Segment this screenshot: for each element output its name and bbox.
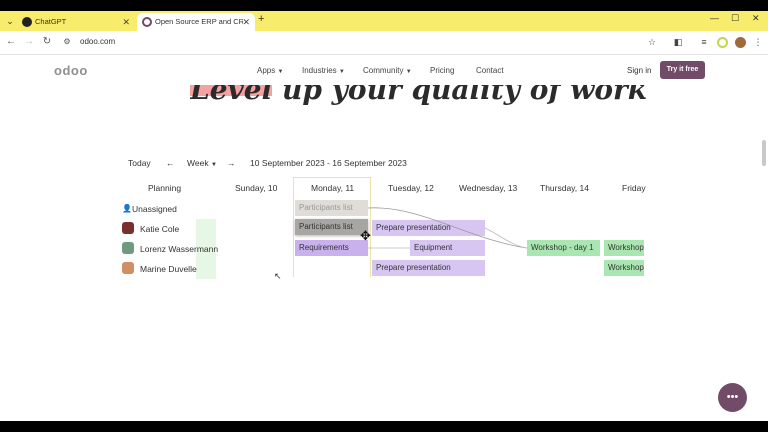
- chevron-down-icon: ▼: [405, 69, 412, 75]
- extensions-puzzle-icon[interactable]: ◧: [673, 37, 683, 47]
- task-equipment[interactable]: Equipment: [410, 240, 485, 256]
- letterbox-top: [0, 0, 768, 11]
- col-thursday: Thursday, 14: [540, 183, 589, 193]
- task-prepare-presentation-marine[interactable]: Prepare presentation: [372, 260, 485, 276]
- row-marine-duvelle: Marine Duvelle: [140, 264, 197, 274]
- extension-ring-icon[interactable]: [717, 37, 728, 48]
- scale-label: Week: [187, 158, 209, 168]
- media-control-icon[interactable]: ≡: [701, 37, 707, 47]
- page-scrollbar[interactable]: [762, 140, 766, 166]
- tab-close-icon[interactable]: ✕: [122, 17, 130, 27]
- task-workshop-day1[interactable]: Workshop - day 1: [527, 240, 600, 256]
- url-field[interactable]: odoo.com: [80, 37, 116, 46]
- odoo-favicon-icon: [142, 17, 152, 27]
- odoo-logo[interactable]: odoo: [54, 63, 88, 78]
- col-planning: Planning: [148, 183, 182, 193]
- tab-chatgpt[interactable]: ChatGPT ✕: [17, 13, 135, 31]
- profile-avatar[interactable]: [735, 37, 746, 48]
- site-info-icon[interactable]: ⚙: [63, 37, 71, 46]
- today-strip: [196, 219, 216, 279]
- col-sunday: Sunday, 10: [235, 183, 278, 193]
- next-arrow-icon[interactable]: →: [227, 158, 236, 168]
- dependency-connectors: [367, 207, 528, 249]
- tab-title: ChatGPT: [35, 17, 67, 26]
- bookmark-star-icon[interactable]: ☆: [647, 37, 657, 47]
- user-icon: 👤: [122, 204, 132, 213]
- tab-close-icon[interactable]: ✕: [242, 17, 250, 27]
- task-participants-ghost: Participants list: [295, 200, 368, 216]
- mouse-pointer-icon: ↖: [274, 271, 282, 281]
- date-range: 10 September 2023 - 16 September 2023: [250, 158, 407, 168]
- site-header: [0, 55, 768, 85]
- odoo-page: Level up your quality of work odoo Apps …: [0, 55, 768, 421]
- maximize-icon[interactable]: ☐: [731, 13, 740, 23]
- nav-community[interactable]: Community ▼: [363, 66, 412, 75]
- reload-icon[interactable]: ↻: [42, 36, 52, 47]
- chevron-down-icon: ▼: [210, 162, 217, 168]
- row-katie-cole: Katie Cole: [140, 224, 180, 234]
- chevron-down-icon: ▼: [338, 69, 345, 75]
- sign-in-link[interactable]: Sign in: [627, 66, 652, 75]
- nav-industries-label: Industries: [302, 66, 337, 75]
- window-close-icon[interactable]: ✕: [752, 13, 760, 23]
- col-monday: Monday, 11: [311, 183, 355, 193]
- row-lorenz-wassermann: Lorenz Wassermann: [140, 244, 219, 254]
- prev-arrow-icon[interactable]: ←: [166, 158, 175, 168]
- chat-bubble-icon[interactable]: •••: [718, 383, 747, 412]
- nav-industries[interactable]: Industries ▼: [302, 66, 345, 75]
- nav-pricing[interactable]: Pricing: [430, 66, 455, 75]
- chatgpt-favicon-icon: [22, 17, 32, 27]
- monday-column-highlight: [293, 177, 371, 277]
- task-workshop-marine[interactable]: Workshop: [604, 260, 644, 276]
- col-tuesday: Tuesday, 12: [388, 183, 434, 193]
- letterbox-bottom: [0, 421, 768, 432]
- minimize-icon[interactable]: —: [710, 13, 719, 23]
- chevron-down-icon: ▼: [277, 69, 284, 75]
- avatar: [122, 222, 134, 234]
- move-cursor-icon: ✥: [360, 228, 371, 243]
- today-button[interactable]: Today: [128, 158, 151, 168]
- nav-community-label: Community: [363, 66, 404, 75]
- task-workshop-lorenz[interactable]: Workshop: [604, 240, 644, 256]
- col-friday: Friday: [622, 183, 646, 193]
- address-bar: ← → ↻ ⚙ odoo.com ☆ ◧ ≡ ⋮: [0, 31, 768, 55]
- new-tab-button[interactable]: +: [258, 13, 265, 25]
- task-requirements[interactable]: Requirements: [295, 240, 368, 256]
- browser-menu-icon[interactable]: ⋮: [753, 37, 763, 47]
- nav-contact[interactable]: Contact: [476, 66, 504, 75]
- browser-tab-strip: ⌄ ChatGPT ✕ Open Source ERP and CRM | O …: [0, 11, 768, 31]
- tab-title: Open Source ERP and CRM | O: [155, 17, 243, 26]
- col-wednesday: Wednesday, 13: [459, 183, 518, 193]
- avatar: [122, 242, 134, 254]
- task-prepare-presentation[interactable]: Prepare presentation: [372, 220, 485, 236]
- nav-apps-label: Apps: [257, 66, 276, 75]
- scale-dropdown[interactable]: Week ▼: [187, 158, 217, 168]
- nav-apps[interactable]: Apps ▼: [257, 66, 283, 75]
- tab-search-chevron-icon[interactable]: ⌄: [6, 16, 14, 26]
- back-arrow-icon[interactable]: ←: [6, 36, 16, 47]
- try-free-button[interactable]: Try it free: [660, 61, 705, 79]
- tab-odoo[interactable]: Open Source ERP and CRM | O ✕: [137, 13, 255, 31]
- avatar: [122, 262, 134, 274]
- forward-arrow-icon[interactable]: →: [24, 36, 34, 47]
- row-unassigned: Unassigned: [132, 204, 177, 214]
- task-participants-dragging[interactable]: Participants list: [295, 219, 368, 235]
